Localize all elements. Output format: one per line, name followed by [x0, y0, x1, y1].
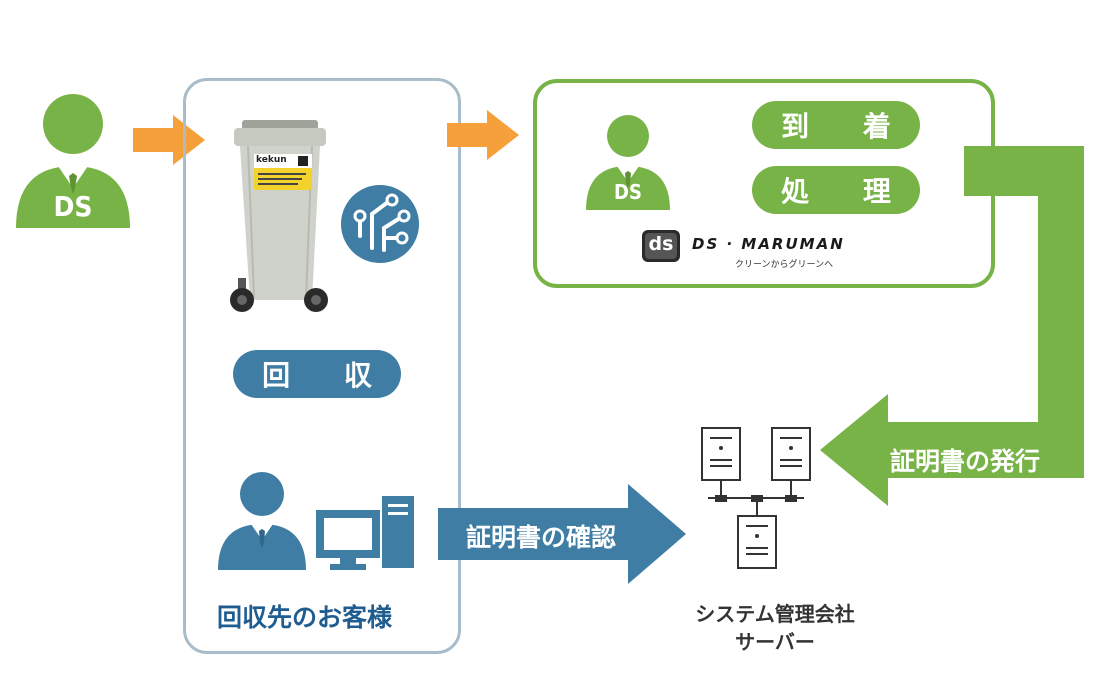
arrival-pill: 到 着	[752, 101, 920, 149]
server-caption-line1: システム管理会社	[695, 602, 855, 626]
ds-left-badge: DS	[53, 190, 93, 223]
bin-brand-label: kekun	[256, 155, 287, 165]
brand-name: DS · MARUMAN	[692, 235, 845, 253]
confirm-certificate-arrow	[438, 484, 686, 584]
ds-logo-text: ds	[648, 233, 674, 255]
computer-icon	[316, 496, 414, 570]
customer-panel	[183, 78, 461, 654]
server-network-icon	[701, 427, 811, 569]
circuit-icon	[341, 185, 419, 263]
issue-certificate-label: 証明書の発行	[890, 447, 1041, 476]
process-pill: 処 理	[752, 166, 920, 214]
customer-caption: 回収先のお客様	[217, 603, 393, 632]
server-caption-line2: サーバー	[735, 630, 815, 654]
issue-certificate-arrow	[820, 146, 1084, 506]
confirm-certificate-label: 証明書の確認	[466, 523, 617, 552]
ds-panel-badge: DS	[614, 180, 642, 204]
ds-person-left	[16, 94, 130, 228]
orange-arrow-1	[133, 115, 205, 165]
orange-arrow-2	[447, 110, 519, 160]
collect-pill: 回 収	[233, 350, 401, 398]
ds-maruman-logo-icon	[642, 230, 680, 262]
collection-bin	[230, 120, 328, 312]
ds-person-panel	[586, 115, 670, 210]
customer-person-icon	[218, 472, 306, 570]
brand-tagline: クリーンからグリーンへ	[735, 260, 834, 270]
